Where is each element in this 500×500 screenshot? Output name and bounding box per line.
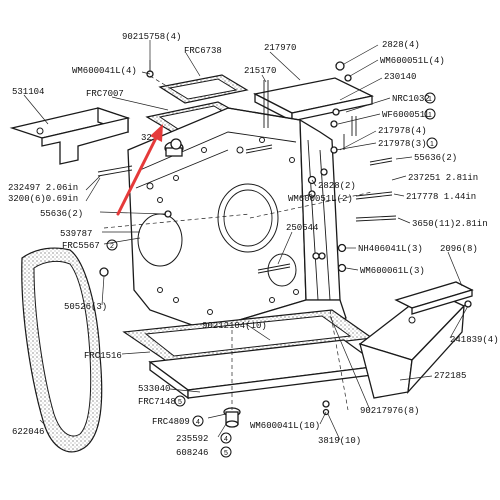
circled-5-608246: 5 bbox=[224, 450, 228, 457]
circled-5-frc7148: 5 bbox=[178, 399, 182, 406]
label-frc1516: FRC1516 bbox=[84, 351, 122, 361]
label-3819: 3819(10) bbox=[318, 436, 361, 446]
label-235592: 235592 bbox=[176, 434, 208, 444]
label-3200: 3200(6)0.69in bbox=[8, 194, 78, 204]
label-622046: 622046 bbox=[12, 427, 44, 437]
leader-lines bbox=[23, 40, 469, 441]
gearbox-housing bbox=[127, 107, 347, 331]
breather-plug-assembly bbox=[223, 407, 241, 428]
label-237251: 237251 2.81in bbox=[408, 173, 478, 183]
label-90212104: 90212104(10) bbox=[202, 321, 267, 331]
side-gasket-622046 bbox=[21, 247, 103, 453]
pto-cover-272185 bbox=[358, 289, 466, 399]
label-90215758: 90215758(4) bbox=[122, 32, 181, 42]
label-wm600041l-4: WM600041L(4) bbox=[72, 66, 137, 76]
circled-2-frc5567: 2 bbox=[110, 243, 114, 250]
label-wm600051l-4: WM600051L(4) bbox=[380, 56, 445, 66]
label-217978-3: 217978(3) bbox=[378, 139, 427, 149]
label-50526: 50526(3) bbox=[64, 302, 107, 312]
label-533040: 533040 bbox=[138, 384, 170, 394]
label-230140: 230140 bbox=[384, 72, 416, 82]
bracket-2096 bbox=[394, 281, 474, 315]
label-frc5567: FRC5567 bbox=[62, 241, 100, 251]
label-232497: 232497 2.06in bbox=[8, 183, 78, 193]
label-nh406041l: NH406041L(3) bbox=[358, 244, 423, 254]
label-frc7007: FRC7007 bbox=[86, 89, 124, 99]
label-55636-left: 55636(2) bbox=[40, 209, 83, 219]
circled-1-nrc1032: 1 bbox=[428, 96, 432, 103]
studs-and-bolts bbox=[97, 60, 472, 416]
part-labels: 90215758(4) FRC6738 217970 2828(4) WM600… bbox=[8, 32, 499, 458]
label-215170: 215170 bbox=[244, 66, 276, 76]
label-wm600041l-10: WM600041L(10) bbox=[250, 421, 320, 431]
label-272185: 272185 bbox=[434, 371, 466, 381]
circled-4-frc4809: 4 bbox=[196, 419, 200, 426]
label-2828: 2828(4) bbox=[382, 40, 420, 50]
label-frc6738: FRC6738 bbox=[184, 46, 222, 56]
label-32: 32 bbox=[141, 133, 152, 143]
circled-4-235592: 4 bbox=[224, 436, 228, 443]
label-217970: 217970 bbox=[264, 43, 296, 53]
circled-1-217978: 1 bbox=[430, 141, 434, 148]
label-531104: 531104 bbox=[12, 87, 44, 97]
label-241839: 241839(4) bbox=[450, 335, 499, 345]
bracket-531104 bbox=[9, 107, 131, 165]
label-55636-right: 55636(2) bbox=[414, 153, 457, 163]
label-2096: 2096(8) bbox=[440, 244, 478, 254]
label-wf600051l: WF600051L bbox=[382, 110, 431, 120]
label-nrc1032: NRC1032 bbox=[392, 94, 430, 104]
label-frc4809: FRC4809 bbox=[152, 417, 190, 427]
top-cover-plate bbox=[253, 77, 374, 123]
label-608246: 608246 bbox=[176, 448, 208, 458]
label-3650: 3650(11)2.81in bbox=[412, 219, 488, 229]
label-2828-2: 2828(2) bbox=[318, 181, 356, 191]
label-wm600061l: WM600061L(3) bbox=[360, 266, 425, 276]
red-annotation-arrow bbox=[116, 124, 163, 216]
bottom-cover-plate bbox=[148, 339, 382, 400]
label-frc7148: FRC7148 bbox=[138, 397, 176, 407]
label-539787: 539787 bbox=[60, 229, 92, 239]
small-cover-gasket bbox=[158, 74, 249, 104]
circled-1-wf600051l: 1 bbox=[428, 112, 432, 119]
label-wm600051l-2: WM600051L(2) bbox=[288, 194, 353, 204]
label-90217976: 90217976(8) bbox=[360, 406, 419, 416]
label-217778: 217778 1.44in bbox=[406, 192, 476, 202]
label-217978-4: 217978(4) bbox=[378, 126, 427, 136]
circled-reference-numbers: 1 1 1 2 4 5 4 5 bbox=[106, 92, 438, 458]
label-250544: 250544 bbox=[286, 223, 318, 233]
